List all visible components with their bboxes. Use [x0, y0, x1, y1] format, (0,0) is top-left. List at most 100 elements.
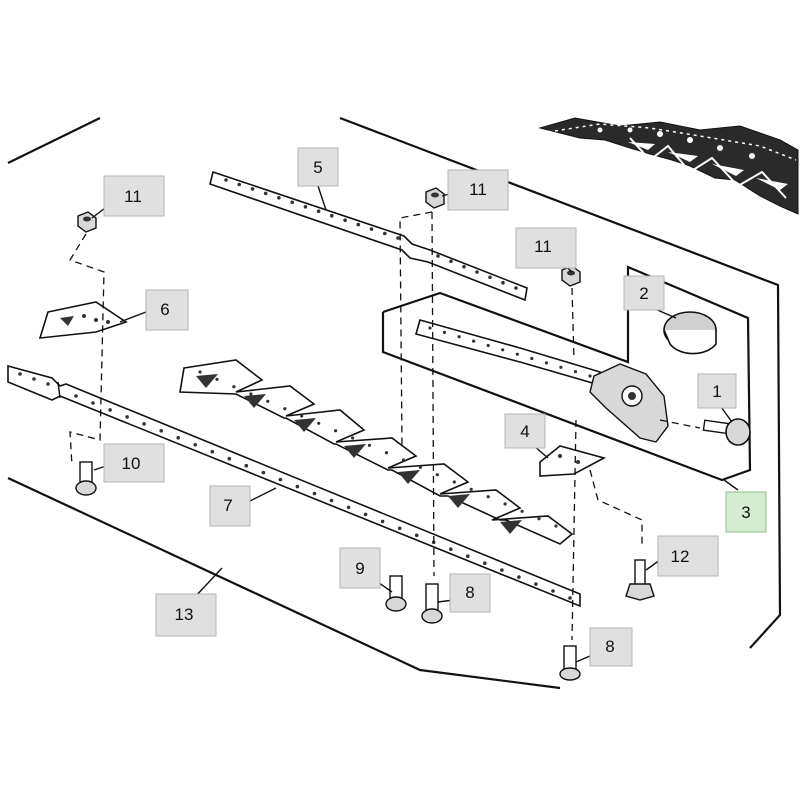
rivet-hole: [329, 498, 334, 503]
nut-part-11-c: [561, 265, 581, 287]
rivet-hole: [198, 370, 202, 374]
rivet-hole: [215, 377, 219, 381]
rivet-hole: [551, 589, 555, 593]
callout-5[interactable]: 5: [297, 147, 339, 187]
rivet-hole: [330, 213, 334, 218]
rivet-hole: [559, 365, 563, 369]
callout-3[interactable]: 3: [725, 491, 767, 533]
rivet-hole: [568, 596, 572, 600]
bushing-part-2: [663, 311, 717, 355]
rivet-hole: [300, 414, 304, 418]
rivet-hole: [537, 517, 541, 521]
callout-8-a[interactable]: 8: [449, 573, 491, 613]
rivet-hole: [501, 280, 505, 285]
callout-1-label: 1: [712, 382, 721, 401]
callout-4-label: 4: [520, 422, 529, 441]
rivet-hole: [503, 502, 507, 506]
rivet-hole: [486, 495, 490, 499]
rivet-hole: [263, 191, 268, 196]
nut-part-11-b: [425, 187, 445, 209]
rivet-hole: [346, 505, 351, 510]
rivet-hole: [343, 218, 347, 222]
rivet-hole: [466, 554, 470, 558]
rivet-hole: [244, 463, 249, 468]
cutter-detail-illustration: [538, 117, 799, 215]
rivet-hole: [452, 480, 456, 484]
callout-8-b-label: 8: [605, 637, 614, 656]
rivet-hole: [249, 392, 253, 396]
callout-3-label: 3: [741, 503, 750, 522]
bolt-part-1: [702, 418, 751, 446]
rivet-hole: [283, 407, 287, 411]
rivet-hole: [554, 524, 558, 528]
callout-5-label: 5: [313, 158, 322, 177]
callout-4[interactable]: 4: [504, 413, 546, 449]
callout-2[interactable]: 2: [623, 275, 665, 311]
rivet-hole: [469, 487, 473, 491]
bolt-part-10: [75, 461, 97, 496]
rivet-hole: [515, 352, 519, 356]
callout-9[interactable]: 9: [339, 547, 381, 589]
rivet-hole: [356, 222, 361, 227]
rivet-hole: [472, 339, 476, 343]
rivet-hole: [428, 326, 432, 330]
callout-12[interactable]: 12: [657, 535, 719, 577]
rivet-hole: [414, 533, 419, 538]
rivet-hole: [544, 361, 549, 365]
rivet-hole: [224, 178, 228, 182]
callout-11-a[interactable]: 11: [103, 175, 165, 217]
rivet-hole: [290, 200, 295, 205]
callouts: 1 2 3 4 5 6 7 8: [103, 147, 767, 667]
background-frame: [7, 116, 782, 690]
rivet-hole: [74, 394, 78, 398]
rivet-hole: [384, 451, 389, 455]
callout-8-b[interactable]: 8: [589, 627, 633, 667]
rivet-hole: [334, 429, 338, 433]
rivet-hole: [351, 436, 355, 440]
callout-10[interactable]: 10: [103, 443, 165, 483]
rivet-hole: [369, 227, 374, 231]
callout-1[interactable]: 1: [697, 373, 737, 409]
rivet-hole: [237, 182, 241, 187]
rivet-hole: [312, 491, 317, 496]
rivet-hole: [436, 254, 440, 258]
rivet-hole: [317, 421, 321, 425]
rivet-hole: [210, 449, 215, 454]
bar-part-7: [7, 364, 581, 608]
callout-6[interactable]: 6: [145, 289, 189, 331]
rivet-hole: [277, 196, 281, 200]
rivet-hole: [125, 415, 129, 419]
callout-13[interactable]: 13: [155, 593, 217, 637]
assembly-dashed-lines: [69, 211, 701, 641]
knife-sections: [179, 359, 574, 545]
callout-11-c[interactable]: 11: [515, 227, 577, 269]
callout-12-label: 12: [671, 547, 690, 566]
rivet-hole: [303, 205, 308, 209]
rivet-hole: [462, 264, 466, 269]
rivet-hole: [449, 259, 453, 264]
rivet-hole: [380, 519, 385, 524]
rivet-hole: [573, 370, 578, 374]
rivet-hole: [46, 382, 50, 386]
callout-11-b[interactable]: 11: [447, 169, 509, 211]
nut-part-11-a: [77, 211, 97, 233]
rivet-hole: [367, 443, 372, 447]
callout-11-b-label: 11: [469, 180, 487, 199]
rivet-hole: [266, 399, 270, 403]
rivet-hole: [18, 372, 22, 376]
rivet-hole: [534, 582, 538, 586]
plate-part-6: [38, 301, 128, 339]
rivet-hole: [475, 270, 479, 274]
rivet-hole: [517, 575, 521, 579]
knife-head-part: [589, 363, 669, 443]
rivet-hole: [401, 458, 405, 462]
callout-6-label: 6: [160, 300, 169, 319]
rivet-hole: [108, 408, 112, 412]
rivet-hole: [227, 456, 232, 461]
rivet-hole: [396, 236, 400, 240]
callout-10-label: 10: [122, 454, 141, 473]
callout-7[interactable]: 7: [209, 485, 251, 527]
rivet-hole: [488, 275, 492, 280]
rivet-hole: [486, 343, 490, 348]
